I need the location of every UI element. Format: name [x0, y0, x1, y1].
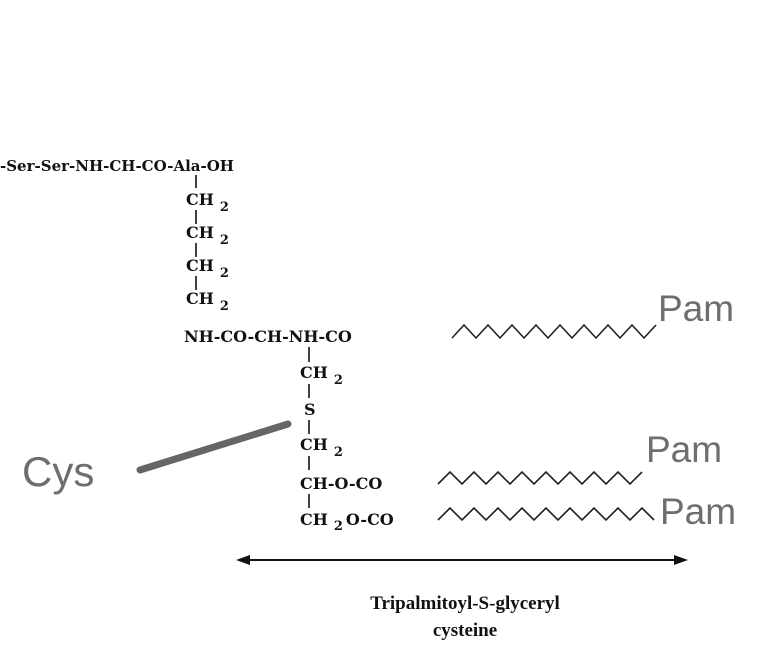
pam-label-3: Pam [660, 491, 736, 532]
palmitoyl-chain-1 [451, 323, 657, 340]
svg-text:CH2: CH2 [186, 256, 229, 281]
sulfur-atom: S [304, 400, 316, 419]
glyceryl-ch-ester-row: CH-O-CO [300, 474, 382, 493]
svg-text:CH2: CH2 [186, 223, 229, 248]
palmitoyl-chain-2 [437, 470, 643, 486]
pam-label-2: Pam [646, 429, 722, 470]
cys-pointer-line [136, 420, 292, 474]
caption-line-1: Tripalmitoyl-S-glyceryl [370, 593, 560, 614]
svg-text:CH2: CH2 [186, 190, 229, 215]
svg-text:CH2: CH2 [186, 289, 229, 314]
cys-label: Cys [22, 448, 94, 495]
span-arrow-left-head [236, 555, 250, 565]
peptide-backbone-row: -Ser-Ser-NH-CH-CO-Ala-OH [0, 157, 234, 175]
svg-text:CH2: CH2 [300, 435, 343, 460]
span-arrow-right-head [674, 555, 688, 565]
pam-label-1: Pam [658, 288, 734, 329]
amide-link-row: NH-CO-CH-NH-CO [184, 327, 352, 346]
svg-text:CH2: CH2 [300, 363, 343, 388]
caption-line-2: cysteine [433, 620, 497, 641]
palmitoyl-chain-3 [437, 506, 655, 522]
